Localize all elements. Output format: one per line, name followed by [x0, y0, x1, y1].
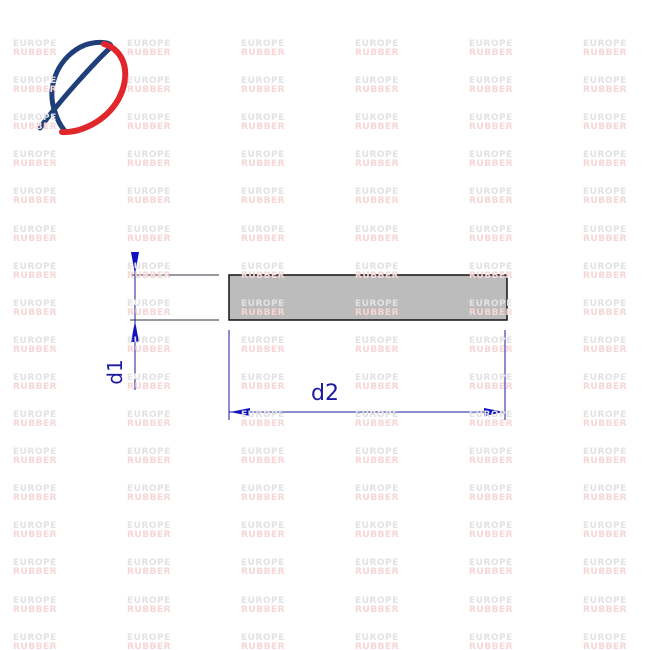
- dimension-label-d2: d2: [311, 381, 339, 406]
- arrow-down-icon: [131, 252, 139, 274]
- dimension-label-d1: d1: [103, 359, 127, 384]
- dimension-d2: [228, 330, 506, 420]
- part-cross-section: [228, 274, 508, 321]
- arrow-up-icon: [131, 321, 139, 342]
- arrow-left-icon: [230, 408, 250, 416]
- dimension-d1: [130, 252, 219, 390]
- arrow-right-icon: [484, 408, 504, 416]
- europe-rubber-logo: [37, 39, 129, 136]
